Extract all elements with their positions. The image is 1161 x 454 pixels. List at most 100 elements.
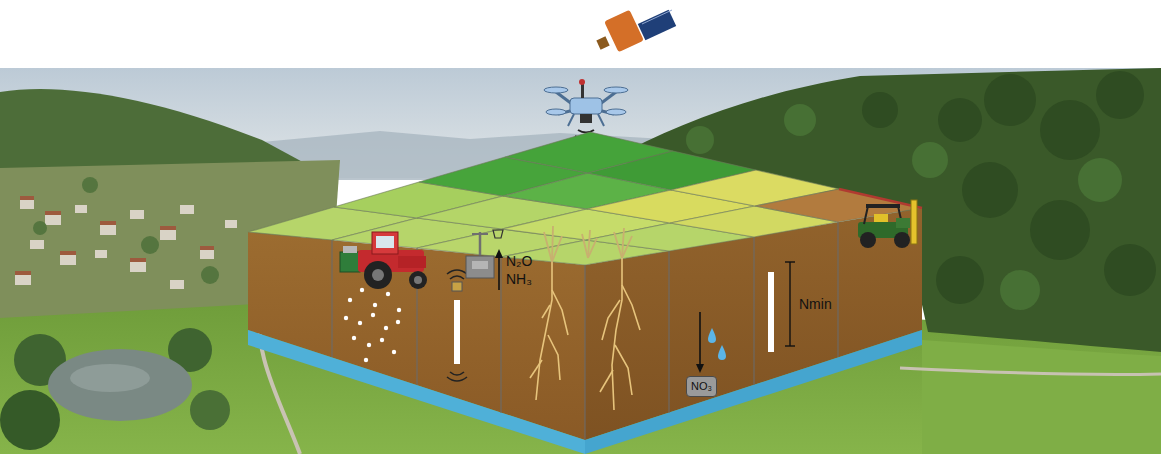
plant-shoots xyxy=(614,232,622,258)
fertilizer-granules xyxy=(380,338,384,342)
background-photo xyxy=(912,142,948,178)
soil-block xyxy=(668,251,670,413)
fertilizer-granules xyxy=(371,313,375,317)
plants xyxy=(536,262,552,400)
fertilizer-granules xyxy=(396,320,400,324)
utility-vehicle xyxy=(894,232,910,248)
background-photo xyxy=(862,92,898,128)
plant-shoots xyxy=(588,238,597,258)
background-photo xyxy=(936,256,984,304)
plants xyxy=(622,285,640,330)
field-tiles xyxy=(839,189,922,208)
village xyxy=(45,215,61,225)
plants xyxy=(542,305,550,318)
gas-station xyxy=(495,249,503,258)
nmin-probe xyxy=(785,261,795,262)
utility-vehicle xyxy=(866,204,900,208)
fertilizer-granules xyxy=(352,336,356,340)
tractor xyxy=(372,232,398,254)
satellite xyxy=(596,36,609,49)
soil-block xyxy=(331,240,333,357)
village xyxy=(130,262,146,272)
utility-vehicle xyxy=(874,214,888,222)
background-photo xyxy=(1000,270,1040,310)
pond xyxy=(48,349,192,421)
plants xyxy=(530,258,640,410)
tractor xyxy=(340,232,427,289)
fertilizer-granules xyxy=(344,288,401,362)
soil-sensor xyxy=(447,377,467,381)
fertilizer-granules xyxy=(397,308,401,312)
fertilizer-granules xyxy=(348,298,352,302)
background-photo xyxy=(900,368,1161,375)
nmin-probe xyxy=(789,262,790,346)
background-photo xyxy=(1030,200,1090,260)
field-tiles xyxy=(755,189,922,222)
village xyxy=(30,240,44,249)
village xyxy=(130,210,144,219)
plant-shoots xyxy=(544,226,632,262)
village xyxy=(100,221,116,225)
village xyxy=(15,200,237,289)
pond xyxy=(70,364,150,392)
village xyxy=(130,258,146,262)
nmin-probe xyxy=(768,262,795,352)
village xyxy=(160,230,176,240)
village xyxy=(15,177,237,289)
gas-station xyxy=(466,230,503,290)
fertilizer-granules xyxy=(392,350,396,354)
village xyxy=(160,226,176,230)
plants xyxy=(548,335,560,380)
tractor xyxy=(376,236,394,248)
village xyxy=(225,220,237,228)
water-drops xyxy=(718,345,726,360)
utility-vehicle xyxy=(896,218,910,228)
field-tiles xyxy=(248,132,922,265)
nitrogen-label: Nmin xyxy=(799,296,832,312)
village xyxy=(170,280,184,289)
village xyxy=(60,255,76,265)
water-drops xyxy=(699,312,701,366)
gas-label: N₂O xyxy=(506,253,532,269)
gas-station xyxy=(466,256,494,278)
village xyxy=(82,177,98,193)
tractor xyxy=(364,261,392,289)
gas-station xyxy=(472,233,488,235)
village xyxy=(20,200,34,209)
village xyxy=(45,211,61,215)
water-drops xyxy=(708,328,716,343)
soil-block xyxy=(585,208,922,440)
drone xyxy=(604,87,628,93)
background-photo xyxy=(1104,244,1156,296)
fertilizer-granules xyxy=(344,316,348,320)
background-photo xyxy=(984,74,1036,126)
drone xyxy=(598,114,604,126)
drone xyxy=(570,98,602,114)
drone xyxy=(568,114,574,126)
pond xyxy=(0,390,60,450)
village xyxy=(201,266,219,284)
soil-sensor xyxy=(450,276,464,279)
soil-sensor xyxy=(452,282,462,291)
village xyxy=(100,225,116,235)
satellite xyxy=(638,10,676,41)
gas-label: NH₃ xyxy=(506,271,532,287)
village xyxy=(60,251,76,255)
water-drops xyxy=(696,364,704,373)
background-photo xyxy=(1040,100,1100,160)
soil-block xyxy=(332,222,838,440)
plant-shoots xyxy=(622,236,632,258)
fertilizer-granules xyxy=(384,326,388,330)
plants xyxy=(602,300,620,340)
drone xyxy=(544,87,568,93)
background-photo xyxy=(1096,71,1144,119)
nitrate-box: NO₃ xyxy=(686,376,717,397)
fertilizer-granules xyxy=(386,292,390,296)
plants xyxy=(552,290,568,335)
pond xyxy=(0,328,230,450)
background-photo xyxy=(784,104,816,136)
drone xyxy=(606,109,626,115)
soil-block xyxy=(837,222,839,357)
soil-block xyxy=(500,257,502,413)
gas-station xyxy=(493,230,503,238)
